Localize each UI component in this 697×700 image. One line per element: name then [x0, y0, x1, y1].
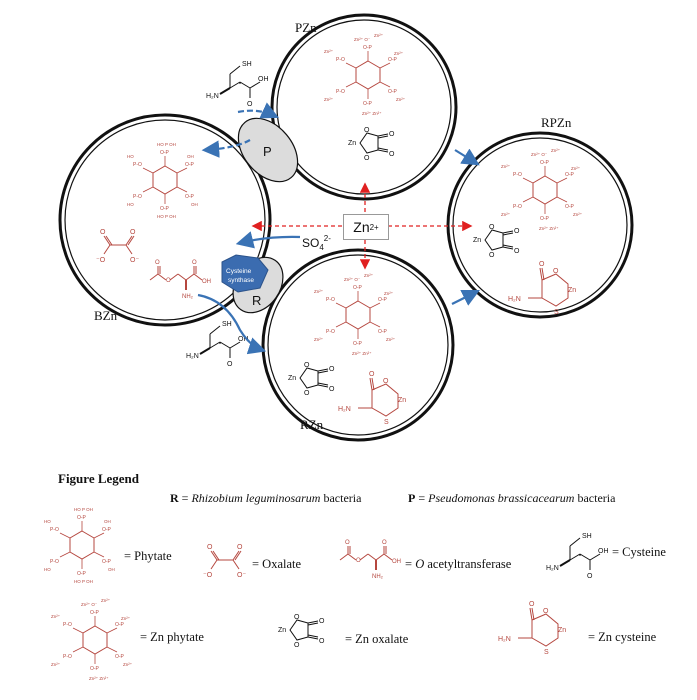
legend-phytate-label: = Phytate: [124, 549, 172, 563]
legend-zn-cysteine-icon: [497, 600, 567, 657]
legend-r-suffix: bacteria: [320, 491, 362, 505]
label-pzn: PZn: [295, 20, 317, 35]
compartment-bzn: [58, 113, 272, 327]
legend-oacetyl-rest: acetyltransferase: [424, 557, 512, 571]
legend-cysteine-label: = Cysteine: [612, 545, 666, 559]
legend-phytate-icon: [43, 506, 116, 585]
enzyme-label-1: Cysteine: [226, 268, 252, 275]
legend-oacetyl-italic: O: [415, 557, 425, 571]
legend-zn-oxalate-icon: [277, 613, 326, 650]
arrow-p-to-bzn: [201, 139, 251, 158]
legend-cysteine-icon: [545, 532, 610, 581]
arrow-sulfate-to-enzyme: [235, 231, 301, 249]
label-rzn: RZn: [300, 417, 324, 432]
cysteine-synthase-enzyme: [221, 254, 269, 293]
label-bzn: BZn: [94, 308, 118, 323]
arrow-cysteine-to-pzn: [237, 102, 279, 119]
zinc-ion-label: Zn: [353, 219, 370, 235]
legend-r-name: Rhizobium leguminosarum: [191, 491, 321, 505]
bacterium-r-label: R: [252, 293, 261, 308]
compartment-rpzn: [446, 131, 634, 319]
legend-oxalate-label: = Oxalate: [252, 557, 302, 571]
legend-p-key: P: [408, 491, 416, 505]
legend-r-eq: =: [178, 491, 192, 505]
legend-zn-phytate-label: = Zn phytate: [140, 630, 204, 644]
legend-zn-phytate-icon: [50, 597, 134, 682]
legend-p-name: Pseudomonas brassicacearum: [428, 491, 575, 505]
arrow-r-to-cysteine: [197, 293, 267, 355]
legend-zn-oxalate-label: = Zn oxalate: [345, 632, 409, 646]
legend-r-key: R: [170, 491, 179, 505]
label-rpzn: RPZn: [541, 115, 572, 130]
legend-title: Figure Legend: [58, 471, 140, 486]
legend-p-eq: =: [415, 491, 429, 505]
arrow-rzn-to-rpzn: [451, 290, 480, 306]
bacterium-p-label: P: [263, 144, 272, 159]
bacterium-p: [237, 117, 299, 183]
legend-p-line: P = Pseudomonas brassicacearum bacteria: [408, 491, 615, 506]
legend-oacetyl-icon: [339, 539, 402, 581]
legend-oacetyl-label: = O acetyltransferase: [405, 557, 511, 572]
legend-zn-cysteine-label: = Zn cysteine: [588, 630, 657, 644]
cysteine-top: [205, 60, 270, 109]
arrow-pzn-to-rpzn: [454, 148, 480, 166]
legend-oxalate-icon: [202, 543, 247, 580]
zinc-ion-charge: 2+: [369, 222, 379, 232]
sulfate-label: SO42-: [302, 234, 331, 252]
legend-p-suffix: bacteria: [574, 491, 616, 505]
enzyme-label-2: synthase: [228, 277, 254, 284]
legend-r-line: R = Rhizobium leguminosarum bacteria: [170, 491, 361, 506]
legend-oacetyl-prefix: =: [405, 557, 416, 571]
compartment-pzn: [270, 13, 458, 201]
